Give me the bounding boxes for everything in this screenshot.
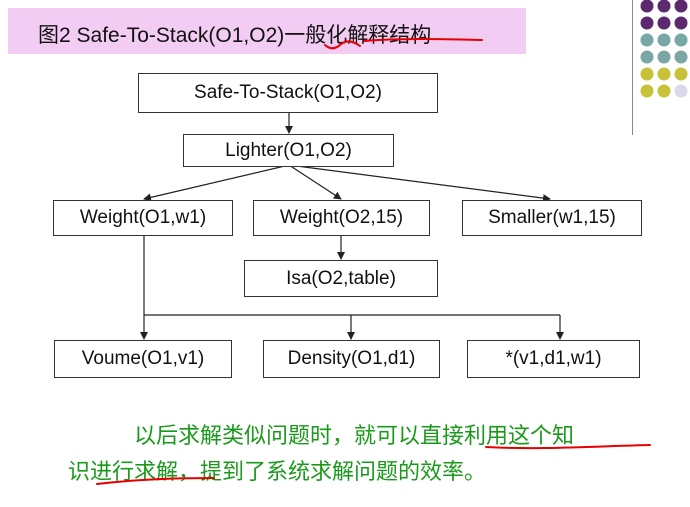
node-product: *(v1,d1,w1)	[467, 340, 640, 378]
title-prefix: 图2	[38, 24, 71, 47]
node-lighter: Lighter(O1,O2)	[183, 134, 394, 167]
decorative-dot	[640, 67, 654, 81]
decorative-dot	[640, 33, 654, 47]
decorative-vertical-line	[632, 0, 633, 135]
decorative-dot	[674, 67, 688, 81]
title-main: Safe-To-Stack(O1,O2)	[76, 24, 285, 47]
decorative-dot	[640, 16, 654, 30]
caption-line-2: 识进行求解，提到了系统求解问题的效率。	[68, 460, 487, 485]
node-volume: Voume(O1,v1)	[54, 340, 232, 378]
decorative-dot	[657, 16, 671, 30]
decorative-dot	[674, 50, 688, 64]
decorative-dot	[640, 84, 654, 98]
decorative-dot-grid	[640, 0, 688, 98]
decorative-dot	[657, 67, 671, 81]
node-weight-o1: Weight(O1,w1)	[53, 200, 233, 236]
edge-lighter-smaller	[288, 164, 551, 203]
caption-line-1: 以后求解类似问题时，就可以直接利用这个知	[134, 424, 575, 449]
decorative-dot	[657, 50, 671, 64]
node-smaller: Smaller(w1,15)	[462, 200, 642, 236]
decorative-dot	[657, 84, 671, 98]
decorative-dot	[674, 33, 688, 47]
node-isa: Isa(O2,table)	[244, 260, 438, 297]
decorative-dot	[657, 33, 671, 47]
decorative-dot	[674, 84, 688, 98]
node-safe-to-stack: Safe-To-Stack(O1,O2)	[138, 73, 438, 113]
decorative-dot	[657, 0, 671, 13]
node-weight-o2: Weight(O2,15)	[253, 200, 430, 236]
decorative-dot	[674, 16, 688, 30]
title-band	[8, 8, 526, 54]
edge-lighter-weight2	[288, 164, 342, 200]
node-density: Density(O1,d1)	[263, 340, 440, 378]
decorative-dot	[674, 0, 688, 13]
decorative-dot	[640, 50, 654, 64]
decorative-dot	[640, 0, 654, 13]
edge-lighter-weight1	[143, 164, 290, 202]
